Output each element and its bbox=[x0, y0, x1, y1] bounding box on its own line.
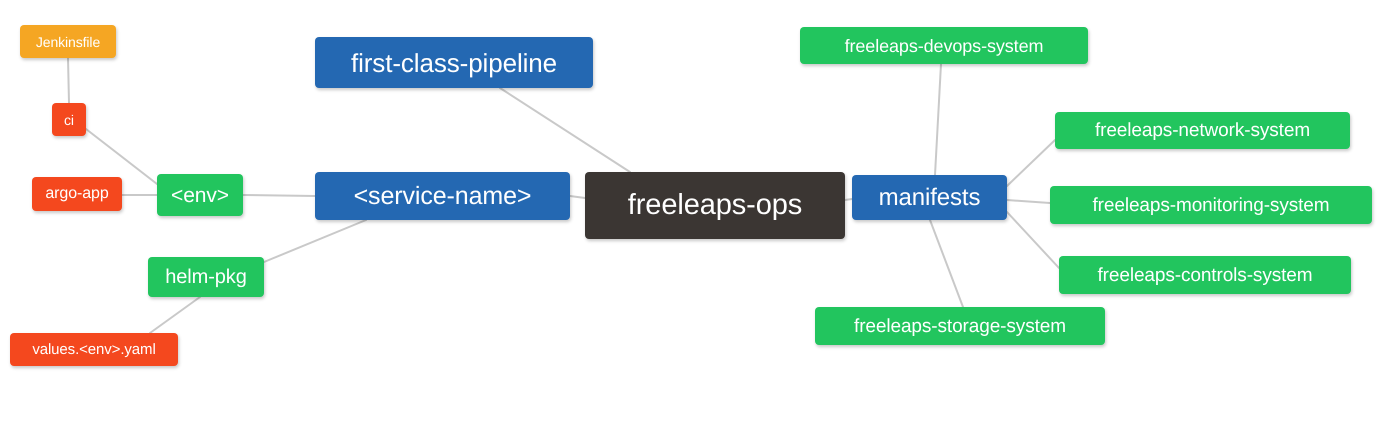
node-freeleaps-controls-system[interactable]: freeleaps-controls-system bbox=[1059, 256, 1351, 294]
node-freeleaps-monitoring-system[interactable]: freeleaps-monitoring-system bbox=[1050, 186, 1372, 224]
edge-manifests-to-freeleaps-devops-system bbox=[934, 63, 942, 176]
node-values-yaml[interactable]: values.<env>.yaml bbox=[10, 333, 178, 366]
node-manifests[interactable]: manifests bbox=[852, 175, 1007, 220]
edge-first-class-pipeline-to-freeleaps-ops bbox=[499, 87, 631, 173]
edge-freeleaps-ops-to-manifests bbox=[844, 198, 853, 201]
edge-service-name-to-freeleaps-ops bbox=[569, 195, 586, 199]
node-freeleaps-ops[interactable]: freeleaps-ops bbox=[585, 172, 845, 239]
edge-helm-pkg-to-service-name bbox=[263, 219, 367, 263]
edge-manifests-to-freeleaps-storage-system bbox=[929, 219, 964, 308]
edge-manifests-to-freeleaps-monitoring-system bbox=[1006, 199, 1051, 204]
edge-values-yaml-to-helm-pkg bbox=[149, 296, 201, 334]
node-freeleaps-network-system[interactable]: freeleaps-network-system bbox=[1055, 112, 1350, 149]
node-first-class-pipeline[interactable]: first-class-pipeline bbox=[315, 37, 593, 88]
node-ci[interactable]: ci bbox=[52, 103, 86, 136]
node-argo-app[interactable]: argo-app bbox=[32, 177, 122, 211]
edge-manifests-to-freeleaps-network-system bbox=[1006, 139, 1056, 187]
edge-ci-to-env bbox=[85, 128, 158, 185]
node-helm-pkg[interactable]: helm-pkg bbox=[148, 257, 264, 297]
node-jenkinsfile[interactable]: Jenkinsfile bbox=[20, 25, 116, 58]
edge-jenkinsfile-to-ci bbox=[67, 57, 70, 104]
node-env[interactable]: <env> bbox=[157, 174, 243, 216]
node-service-name[interactable]: <service-name> bbox=[315, 172, 570, 220]
node-freeleaps-storage-system[interactable]: freeleaps-storage-system bbox=[815, 307, 1105, 345]
edge-env-to-service-name bbox=[242, 194, 316, 197]
node-freeleaps-devops-system[interactable]: freeleaps-devops-system bbox=[800, 27, 1088, 64]
